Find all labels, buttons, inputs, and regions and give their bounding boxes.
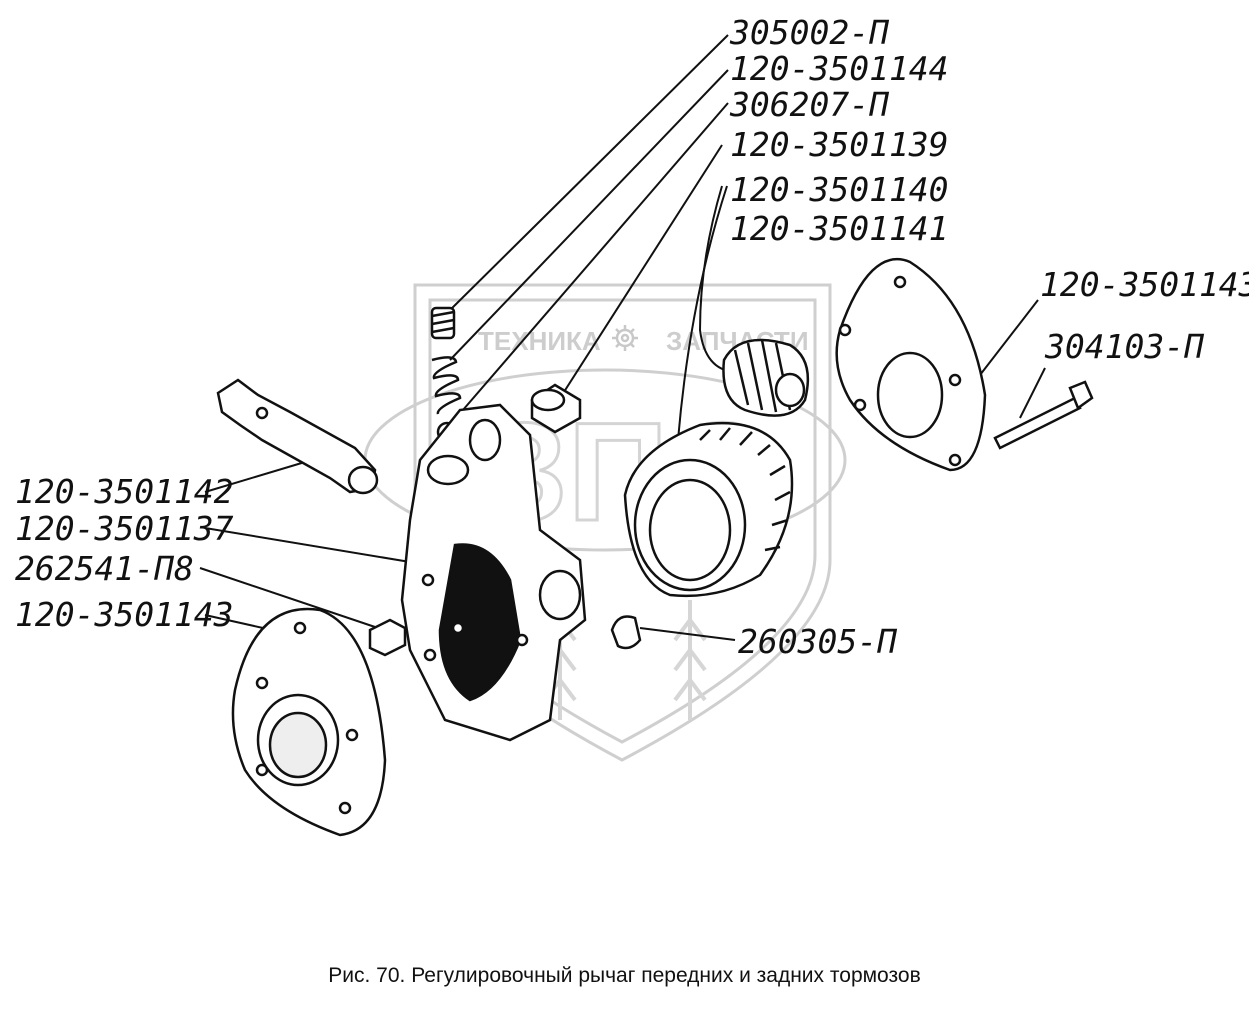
watermark-wheat [543,600,707,720]
leader-306207 [449,102,729,426]
plug-part [368,618,407,657]
label-305002-p: 305002-П [730,13,889,52]
spring-part [431,356,462,415]
leader-3501137 [204,527,411,563]
leader-3501142 [204,461,306,493]
worm-part [722,338,810,417]
parts [216,257,1094,837]
label-260305-p: 260305-П [738,622,897,661]
leader-3501144 [449,69,729,361]
leader-304103 [1019,367,1046,419]
leader-262541 [199,567,379,629]
bolt-part [993,380,1094,450]
label-120-3501142: 120-3501142 [15,472,234,511]
bushing-part [530,383,582,434]
leader-3501141 [677,185,728,441]
label-120-3501143-right: 120-3501143 [1040,265,1249,304]
leader-3501140 [698,185,736,373]
label-120-3501141: 120-3501141 [730,209,949,248]
leader-3501143-right [979,299,1039,376]
leader-305002 [441,34,729,319]
figure-caption: Рис. 70. Регулировочный рычаг передних и… [328,964,921,987]
lever-housing-part [400,403,587,742]
leader-3501143-left [204,614,273,631]
label-120-3501137: 120-3501137 [15,509,234,548]
label-262541-p8: 262541-П8 [15,549,194,588]
label-306207-p: 306207-П [730,85,889,124]
label-120-3501143-left: 120-3501143 [15,595,234,634]
cover-plate-right-part [835,257,987,472]
leader-3501139 [561,144,723,396]
set-screw-part [430,306,456,340]
watermark-left-text: ТЕХНИКА [478,326,601,356]
label-304103-p: 304103-П [1045,327,1204,366]
cover-plate-left-part [231,607,387,837]
leader-260305 [639,627,736,641]
shaft-part [216,378,379,495]
leader-lines [199,34,1046,641]
pin-part [610,615,642,650]
label-120-3501139: 120-3501139 [730,125,949,164]
label-120-3501144: 120-3501144 [730,49,949,88]
worm-gear-part [623,421,794,598]
label-120-3501140: 120-3501140 [730,170,949,209]
gear-icon [612,325,638,351]
